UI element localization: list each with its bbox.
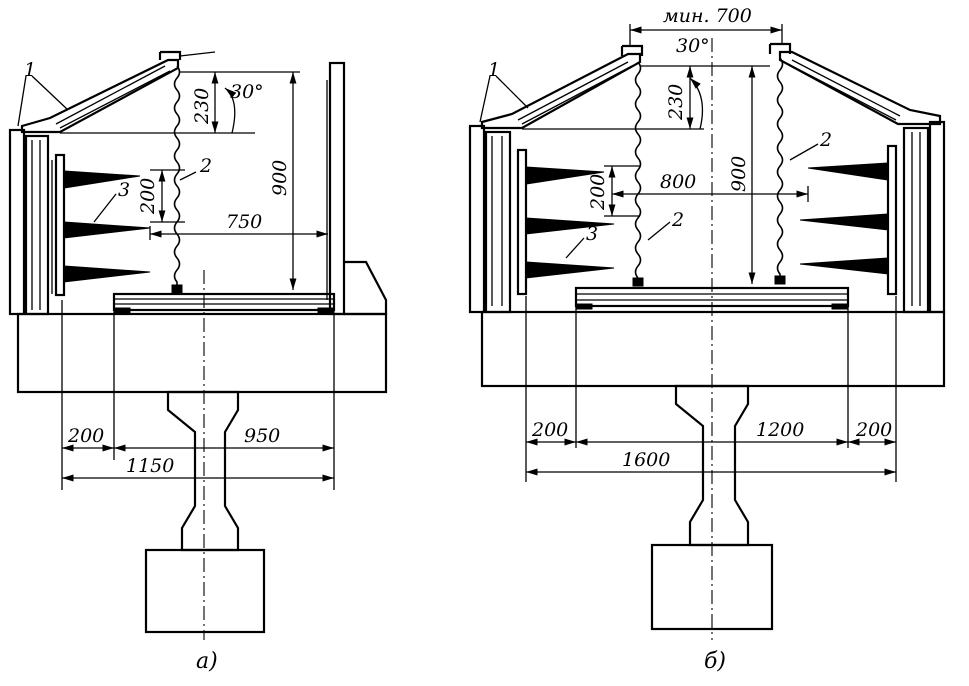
roof-left-b — [480, 44, 644, 130]
dim-min700-b: мин. 700 — [663, 5, 752, 27]
brackets-a — [63, 170, 151, 283]
label-part2a-b: 2 — [819, 129, 832, 151]
label-part3-a: 3 — [118, 179, 130, 201]
dim-1200-b: 1200 — [756, 419, 804, 441]
dim-800-b: 800 — [660, 171, 696, 193]
hanging-cable-b-left — [634, 61, 642, 284]
slab-a — [16, 312, 388, 394]
figure-a: 1 2 3 30° 230 900 200 750 200 950 1150 а… — [8, 50, 388, 674]
slab-b — [480, 310, 946, 388]
roof-a — [20, 50, 216, 134]
label-part3-b: 3 — [586, 223, 598, 245]
dim-200v-a: 200 — [137, 178, 159, 215]
caption-b: б) — [704, 649, 726, 674]
deck-a — [112, 292, 336, 314]
right-wall-b — [886, 120, 946, 314]
dim-900-b: 900 — [728, 156, 750, 192]
dim-200l-b: 200 — [531, 419, 568, 441]
angle-label-a: 30° — [230, 81, 264, 103]
hanging-cable-a — [173, 65, 181, 290]
right-wall-a — [326, 61, 388, 316]
brackets-left-b — [525, 166, 615, 279]
dim-750-a: 750 — [226, 211, 262, 233]
figure-b: мин. 700 1 2 2 3 30° 230 900 200 800 200… — [468, 5, 946, 674]
dim-230-a: 230 — [191, 88, 213, 125]
dim-200r-b: 200 — [855, 419, 892, 441]
dim-200-a: 200 — [67, 425, 104, 447]
label-part2b-b: 2 — [671, 209, 684, 231]
left-wall-a — [8, 128, 66, 316]
pier-a — [144, 390, 266, 634]
dim-200v-b: 200 — [587, 174, 609, 211]
dim-1150-a: 1150 — [126, 455, 174, 477]
caption-a: а) — [196, 649, 218, 674]
roof-right-b — [768, 42, 942, 126]
dim-900-a: 900 — [269, 160, 291, 196]
brackets-right-b — [799, 162, 889, 275]
label-part1-b: 1 — [488, 59, 500, 81]
label-part1-a: 1 — [24, 59, 36, 81]
angle-label-b: 30° — [676, 35, 710, 57]
left-wall-b — [468, 124, 528, 314]
dimensions-a — [60, 71, 335, 490]
dimensions-b — [522, 24, 897, 482]
dim-950-a: 950 — [244, 425, 280, 447]
label-part2-a: 2 — [199, 155, 212, 177]
hanging-cable-b-right — [776, 57, 784, 282]
dim-230-b: 230 — [665, 84, 687, 121]
dim-1600-b: 1600 — [622, 449, 670, 471]
